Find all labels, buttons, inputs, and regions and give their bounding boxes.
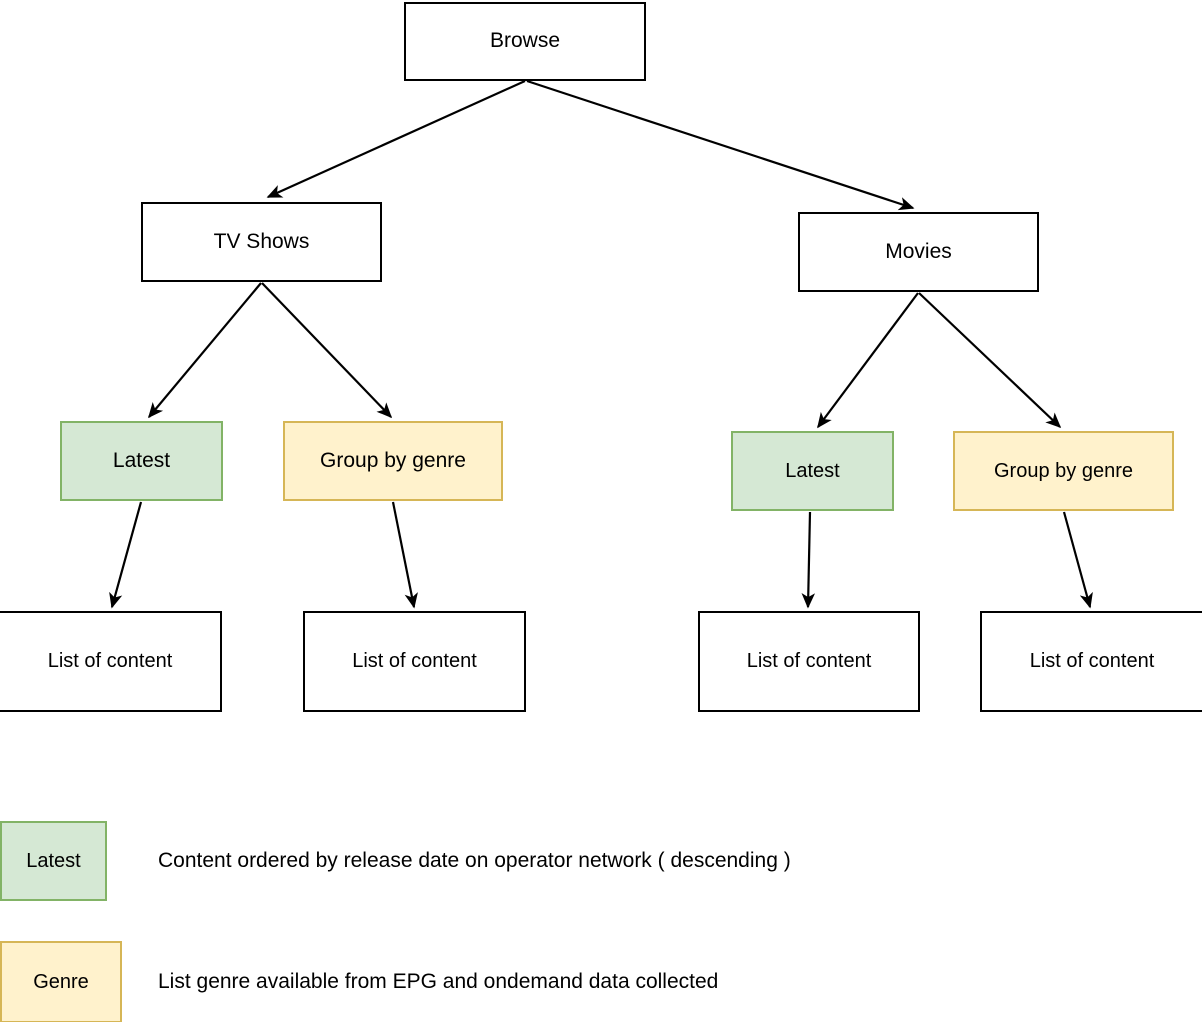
- node-tv-latest-list[interactable]: List of content: [0, 611, 222, 712]
- legend-swatch-label-legend-genre: Genre: [33, 970, 89, 993]
- legend-row-legend-genre: Genre List genre available from EPG and o…: [0, 941, 718, 1022]
- node-mv-genre-list[interactable]: List of content: [980, 611, 1202, 712]
- node-label-mv-latest: Latest: [785, 459, 840, 482]
- edge-movies-to-latest: [817, 292, 919, 429]
- node-label-mv-genre-list: List of content: [1029, 650, 1155, 672]
- node-label-tv-latest-list: List of content: [47, 650, 173, 672]
- node-label-browse: Browse: [489, 29, 561, 53]
- edge-tv-latest-to-list: [109, 501, 143, 609]
- node-tv-shows[interactable]: TV Shows: [141, 202, 382, 282]
- node-label-mv-group-genre: Group by genre: [994, 459, 1133, 482]
- node-mv-latest-list[interactable]: List of content: [698, 611, 920, 712]
- edge-mv-latest-to-list: [801, 511, 816, 609]
- node-browse[interactable]: Browse: [404, 2, 646, 81]
- edge-mv-genre-to-list: [1062, 511, 1093, 609]
- legend-swatch-legend-genre: Genre: [0, 941, 122, 1022]
- node-mv-group-genre[interactable]: Group by genre: [953, 431, 1174, 511]
- edge-browse-to-movies: [526, 79, 915, 211]
- node-tv-group-genre[interactable]: Group by genre: [283, 421, 503, 501]
- node-mv-latest[interactable]: Latest: [731, 431, 894, 511]
- edge-movies-to-group-genre: [918, 292, 1062, 429]
- node-label-tv-latest: Latest: [112, 448, 171, 472]
- node-tv-latest[interactable]: Latest: [60, 421, 223, 501]
- node-label-movies: Movies: [885, 239, 952, 263]
- legend-swatch-label-legend-latest: Latest: [26, 849, 81, 872]
- node-label-tv-genre-list: List of content: [352, 650, 477, 672]
- edge-browse-to-tv: [266, 79, 526, 199]
- legend-description-legend-latest: Content ordered by release date on opera…: [158, 849, 791, 872]
- edge-tv-to-group-genre: [261, 282, 393, 419]
- legend-description-legend-genre: List genre available from EPG and ondema…: [158, 970, 719, 993]
- edge-tv-to-latest: [148, 282, 262, 419]
- edge-tv-genre-to-list: [391, 501, 418, 609]
- node-label-tv-shows: TV Shows: [213, 229, 310, 253]
- node-movies[interactable]: Movies: [798, 212, 1039, 292]
- node-label-tv-group-genre: Group by genre: [320, 448, 466, 472]
- legend-swatch-legend-latest: Latest: [0, 821, 107, 901]
- legend-row-legend-latest: Latest Content ordered by release date on…: [0, 821, 791, 901]
- node-tv-genre-list[interactable]: List of content: [303, 611, 526, 712]
- node-label-mv-latest-list: List of content: [746, 650, 872, 672]
